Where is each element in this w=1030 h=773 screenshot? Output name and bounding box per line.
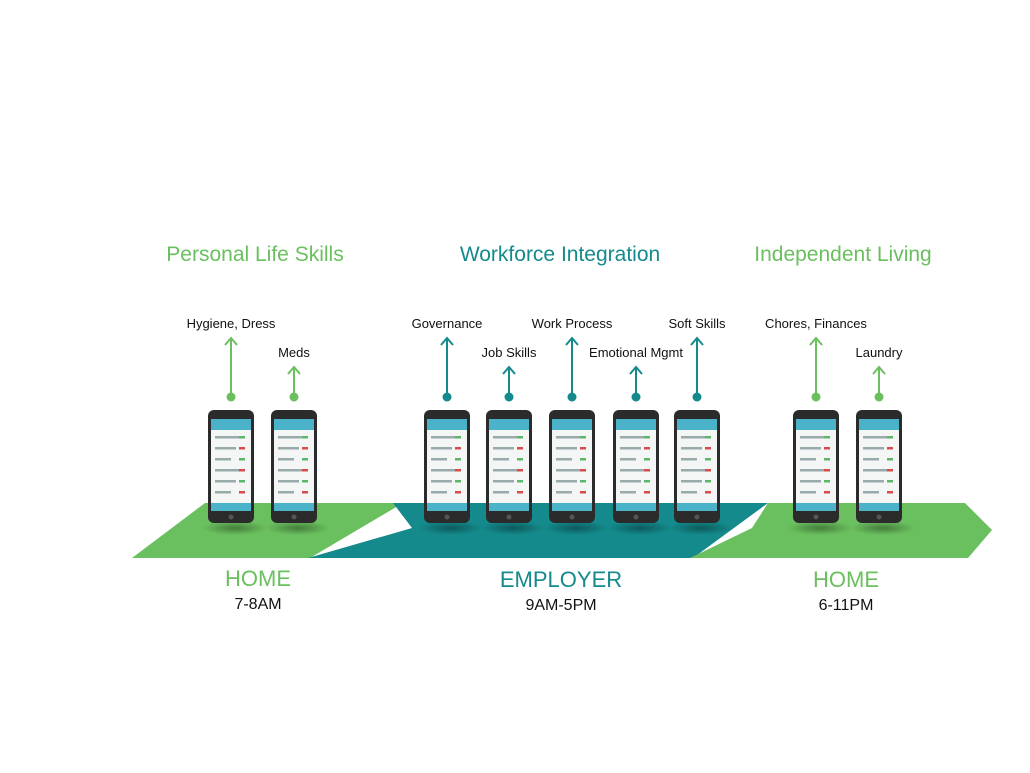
arrow-governance — [440, 336, 454, 402]
skill-label-meds: Meds — [278, 345, 310, 360]
skill-label-chores-finances: Chores, Finances — [765, 316, 867, 331]
time-employer: 9AM-5PM — [525, 597, 597, 614]
skill-label-governance: Governance — [411, 316, 483, 331]
arrow-chores-finances — [809, 336, 823, 402]
phone-laundry — [851, 410, 915, 535]
location-home-evening: HOME — [813, 567, 879, 592]
phone-meds — [266, 410, 330, 535]
phone-hygiene-dress — [203, 410, 267, 535]
phone-governance — [419, 410, 483, 535]
arrow-emotional-mgmt — [629, 365, 643, 402]
skill-label-hygiene-dress: Hygiene, Dress — [186, 316, 276, 331]
arrow-meds — [287, 365, 301, 402]
arrow-hygiene-dress — [224, 336, 238, 402]
arrow-work-process — [565, 336, 579, 402]
section-title-workforce-integration: Workforce Integration — [459, 243, 661, 266]
skill-label-job-skills: Job Skills — [481, 345, 537, 360]
section-title-independent-living: Independent Living — [754, 243, 932, 266]
phone-soft-skills — [669, 410, 733, 535]
phone-work-process — [544, 410, 608, 535]
time-home-morning: 7-8AM — [234, 596, 282, 613]
skill-label-soft-skills: Soft Skills — [668, 316, 726, 331]
skill-label-laundry: Laundry — [855, 345, 903, 360]
skill-label-emotional-mgmt: Emotional Mgmt — [589, 345, 683, 360]
phone-job-skills — [481, 410, 545, 535]
phones — [203, 410, 915, 535]
time-home-evening: 6-11PM — [818, 597, 874, 614]
skill-arrows — [224, 336, 886, 402]
location-home-morning: HOME — [225, 566, 291, 591]
arrow-soft-skills — [690, 336, 704, 402]
location-employer: EMPLOYER — [499, 567, 623, 592]
phone-chores-finances — [788, 410, 852, 535]
skill-label-work-process: Work Process — [531, 316, 613, 331]
home-morning-band — [132, 503, 403, 558]
arrow-laundry — [872, 365, 886, 402]
section-title-personal-life-skills: Personal Life Skills — [166, 243, 344, 266]
arrow-job-skills — [502, 365, 516, 402]
phone-emotional-mgmt — [608, 410, 672, 535]
